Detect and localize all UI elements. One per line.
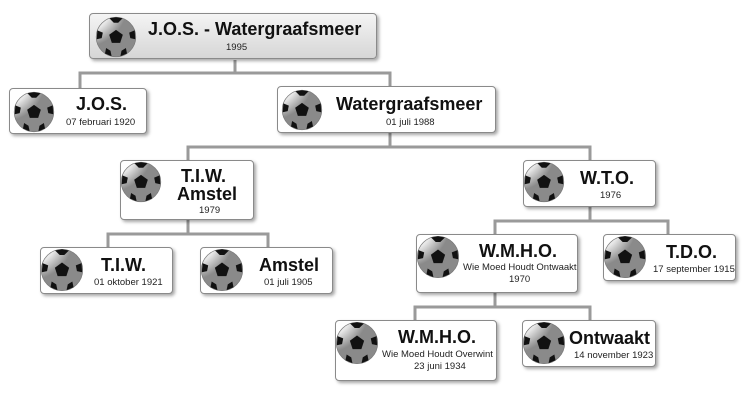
node-tdo: T.D.O. 17 september 1915 bbox=[603, 234, 736, 281]
node-amstel: Amstel 01 juli 1905 bbox=[200, 247, 333, 294]
node-title: T.D.O. bbox=[666, 242, 718, 262]
node-tiw: T.I.W. 01 oktober 1921 bbox=[40, 247, 173, 294]
soccer-ball-icon bbox=[94, 15, 138, 59]
node-title-line2: Amstel bbox=[177, 184, 238, 204]
node-date: 01 juli 1988 bbox=[386, 117, 435, 128]
node-title: T.I.W. bbox=[101, 255, 146, 275]
soccer-ball-icon bbox=[522, 160, 566, 204]
node-wmho-overwint: W.M.H.O. Wie Moed Houdt Overwint 23 juni… bbox=[335, 320, 497, 381]
node-year: 1979 bbox=[199, 205, 221, 216]
soccer-ball-icon bbox=[602, 234, 648, 280]
soccer-ball-icon bbox=[521, 320, 567, 366]
node-date: 01 oktober 1921 bbox=[94, 277, 163, 288]
node-title: J.O.S. - Watergraafsmeer bbox=[148, 19, 362, 39]
node-date: 17 september 1915 bbox=[653, 264, 735, 275]
soccer-ball-icon bbox=[280, 88, 324, 132]
node-subtitle: Wie Moed Houdt Overwint bbox=[382, 349, 493, 360]
soccer-ball-icon bbox=[12, 90, 56, 134]
node-title: Watergraafsmeer bbox=[336, 94, 483, 114]
node-year: 1995 bbox=[226, 42, 248, 53]
node-title: W.T.O. bbox=[580, 168, 634, 188]
node-subtitle: Wie Moed Houdt Ontwaakt bbox=[463, 262, 577, 273]
node-wmho-ontwaakt: W.M.H.O. Wie Moed Houdt Ontwaakt 1970 bbox=[416, 234, 578, 293]
node-date: 23 juni 1934 bbox=[414, 361, 466, 372]
soccer-ball-icon bbox=[415, 234, 461, 280]
node-tiw-amstel: T.I.W. Amstel 1979 bbox=[120, 160, 254, 220]
soccer-ball-icon bbox=[199, 247, 245, 293]
node-date: 07 februari 1920 bbox=[66, 117, 136, 128]
node-watergraafsmeer: Watergraafsmeer 01 juli 1988 bbox=[277, 86, 496, 133]
node-wto: W.T.O. 1976 bbox=[523, 160, 656, 207]
node-year: 1976 bbox=[600, 190, 622, 201]
node-jos: J.O.S. 07 februari 1920 bbox=[9, 88, 147, 134]
node-title: Ontwaakt bbox=[569, 328, 651, 348]
soccer-ball-icon bbox=[39, 247, 85, 293]
soccer-ball-icon bbox=[119, 160, 163, 204]
node-title-line1: T.I.W. bbox=[181, 166, 226, 186]
soccer-ball-icon bbox=[334, 320, 380, 366]
node-title: W.M.H.O. bbox=[479, 241, 557, 261]
node-year: 1970 bbox=[509, 274, 531, 285]
node-title: W.M.H.O. bbox=[398, 327, 476, 347]
node-date: 14 november 1923 bbox=[574, 350, 654, 361]
node-title: Amstel bbox=[259, 255, 320, 275]
node-jos-watergraafsmeer: J.O.S. - Watergraafsmeer 1995 bbox=[89, 13, 377, 59]
node-date: 01 juli 1905 bbox=[264, 277, 313, 288]
node-ontwaakt: Ontwaakt 14 november 1923 bbox=[522, 320, 656, 367]
node-title: J.O.S. bbox=[76, 94, 128, 114]
